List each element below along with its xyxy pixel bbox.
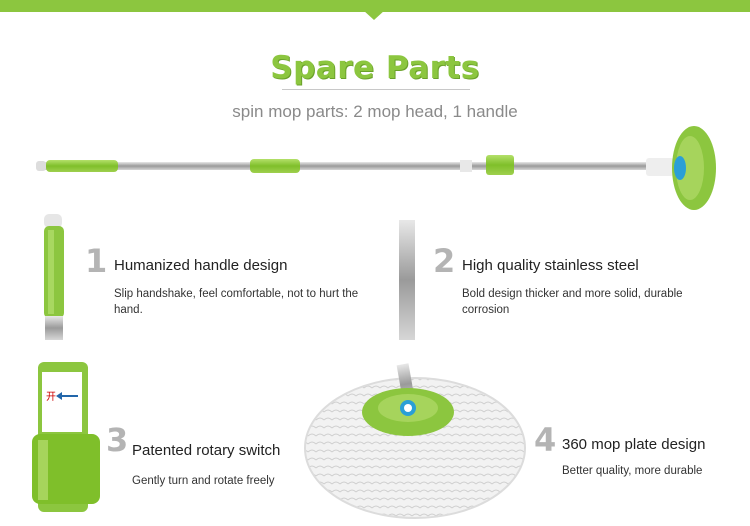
feature-number: 4 (534, 421, 557, 459)
feature-title: Humanized handle design (114, 257, 288, 274)
mop-handle-image (36, 126, 716, 210)
feature-number: 1 (85, 242, 108, 280)
feature-description: Bold design thicker and more solid, dura… (462, 288, 683, 316)
feature-title: Patented rotary switch (132, 442, 281, 459)
page-title: Spare Parts (270, 50, 480, 86)
feature-title: 360 mop plate design (562, 436, 706, 453)
rotary-switch-image (32, 362, 100, 512)
feature-description: Slip handshake, feel comfortable, not to… (114, 288, 359, 316)
switch-label: 开 (46, 392, 56, 403)
grip-image (44, 214, 64, 340)
feature-number: 2 (433, 242, 456, 280)
feature-description: Gently turn and rotate freely (132, 475, 275, 487)
top-banner-bar (0, 0, 750, 12)
feature-description: Better quality, more durable (562, 465, 703, 477)
steel-pole-image (399, 220, 415, 340)
mop-head-image (304, 363, 526, 519)
page-subtitle: spin mop parts: 2 mop head, 1 handle (232, 102, 518, 121)
feature-number: 3 (106, 421, 129, 459)
title-divider (282, 89, 470, 90)
feature-title: High quality stainless steel (462, 257, 639, 274)
banner-notch (363, 10, 385, 20)
